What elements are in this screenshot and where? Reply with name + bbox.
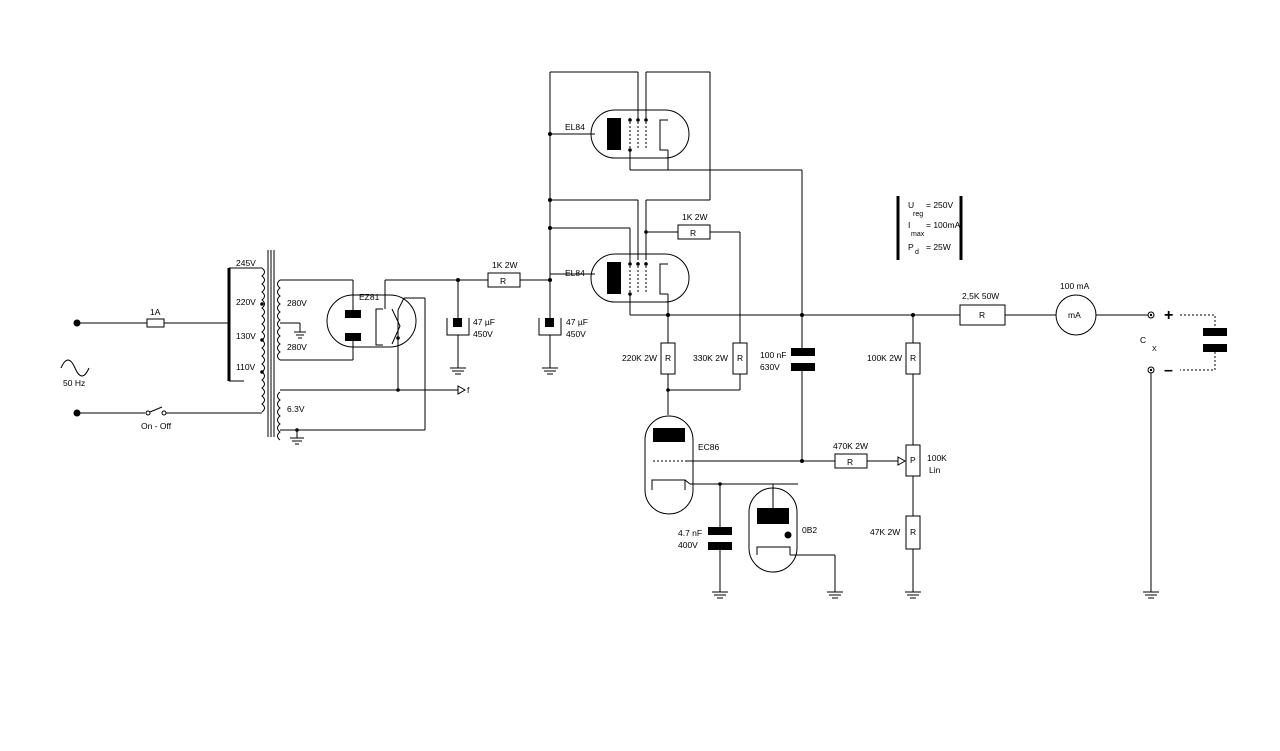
mains-input: 1A 50 Hz On - Off <box>60 307 262 431</box>
resistor-220k-label: 220K 2W <box>622 353 657 363</box>
tap-245v: 245V <box>236 258 256 268</box>
ec86-tube: EC86 <box>644 415 835 527</box>
spec-i-value: = 100mA <box>926 220 961 230</box>
0b2-reference-tube: 0B2 <box>748 484 843 599</box>
el84-top-label: EL84 <box>565 122 585 132</box>
resistor-symbol: R <box>500 276 506 286</box>
mains-frequency-label: 50 Hz <box>63 378 85 388</box>
el84-tube-middle: EL84 <box>565 228 960 316</box>
heater-output-label: f <box>467 385 470 395</box>
pot-symbol: P <box>910 455 916 465</box>
power-switch <box>145 406 167 416</box>
specifications-block: U reg = 250V I max = 100mA P d = 25W <box>896 196 963 260</box>
pot-value: 100K <box>927 453 947 463</box>
resistor-symbol: R <box>690 228 696 238</box>
cap3-voltage: 630V <box>760 362 780 372</box>
resistor-100k-label: 100K 2W <box>867 353 902 363</box>
spec-u-sub: reg <box>913 211 923 218</box>
load-capacitor <box>1180 314 1227 371</box>
resistor-symbol: R <box>979 310 985 320</box>
resistor-220k: R 220K 2W <box>622 313 676 415</box>
grid-resistor-label: 1K 2W <box>682 212 708 222</box>
cap1-voltage: 450V <box>473 329 493 339</box>
ez81-label: EZ81 <box>359 292 380 302</box>
switch-label: On - Off <box>141 421 172 431</box>
ammeter-unit: mA <box>1068 310 1081 320</box>
secondary-280v-b: 280V <box>287 342 307 352</box>
resistor-330k-label: 330K 2W <box>693 353 728 363</box>
spec-u-main: U <box>908 200 914 210</box>
ec86-label: EC86 <box>698 442 720 452</box>
cap2-voltage: 450V <box>566 329 586 339</box>
tap-110v: 110V <box>236 362 256 372</box>
raw-b-plus-rail <box>548 71 711 282</box>
tap-220v: 220V <box>236 297 256 307</box>
resistor-330k: R 330K 2W <box>666 342 748 392</box>
tap-130v: 130V <box>236 331 256 341</box>
ground-icon <box>290 437 304 445</box>
cap4-value: 4.7 nF <box>678 528 702 538</box>
spec-p-main: P <box>908 242 914 252</box>
resistor-470k-label: 470K 2W <box>833 441 868 451</box>
sine-wave-icon <box>60 359 90 377</box>
secondary-280v-a: 280V <box>287 298 307 308</box>
resistor-470k: R 470K 2W <box>833 441 907 469</box>
output-terminals: + – C X <box>1140 307 1173 599</box>
fuse <box>146 318 165 328</box>
load-capacitor-sub: X <box>1152 346 1157 353</box>
0b2-label: 0B2 <box>802 525 817 535</box>
el84-tube-top: EL84 <box>565 109 802 171</box>
resistor-symbol: R <box>847 457 853 467</box>
series-resistor-1k: R 1K 2W <box>458 260 550 288</box>
resistor-symbol: R <box>910 353 916 363</box>
el84-mid-label: EL84 <box>565 268 585 278</box>
fuse-label: 1A <box>150 307 161 317</box>
load-capacitor-label: C <box>1140 335 1146 345</box>
grid-resistor-1k: R 1K 2W <box>644 212 741 343</box>
resistor-symbol: R <box>737 353 743 363</box>
pot-taper: Lin <box>929 465 941 475</box>
spec-i-sub: max <box>911 231 925 238</box>
cap2-value: 47 µF <box>566 317 588 327</box>
cap1-value: 47 µF <box>473 317 495 327</box>
ammeter: mA 100 mA <box>1055 281 1148 336</box>
ground-icon <box>294 323 306 339</box>
output-voltage-divider: R 100K 2W P 100K Lin R 47K 2W <box>867 313 947 599</box>
filter-capacitor-2: 47 µF 450V <box>538 280 588 375</box>
mains-transformer: 245V 220V 130V 110V 280V 280V 6.3V <box>227 250 470 445</box>
spec-p-sub: d <box>915 249 919 256</box>
secondary-6-3v: 6.3V <box>287 404 305 414</box>
ez81-rectifier-tube: EZ81 <box>326 279 458 430</box>
output-resistor-label: 2,5K 50W <box>962 291 999 301</box>
resistor-symbol: R <box>665 353 671 363</box>
series-resistor-label: 1K 2W <box>492 260 518 270</box>
resistor-47k-label: 47K 2W <box>870 527 900 537</box>
spec-i-main: I <box>908 220 910 230</box>
filter-capacitor-1: 47 µF 450V <box>446 278 495 375</box>
resistor-symbol: R <box>910 527 916 537</box>
minus-sign: – <box>1164 362 1173 379</box>
spec-u-value: = 250V <box>926 200 954 210</box>
cap4-voltage: 400V <box>678 540 698 550</box>
capacitor-4-7nf: 4.7 nF 400V <box>678 527 732 599</box>
output-resistor-2-5k: R 2,5K 50W <box>959 291 1056 326</box>
capacitor-100nf: 100 nF 630V <box>760 170 815 463</box>
ammeter-range: 100 mA <box>1060 281 1090 291</box>
spec-p-value: = 25W <box>926 242 951 252</box>
plus-sign: + <box>1164 307 1173 324</box>
cap3-value: 100 nF <box>760 350 786 360</box>
